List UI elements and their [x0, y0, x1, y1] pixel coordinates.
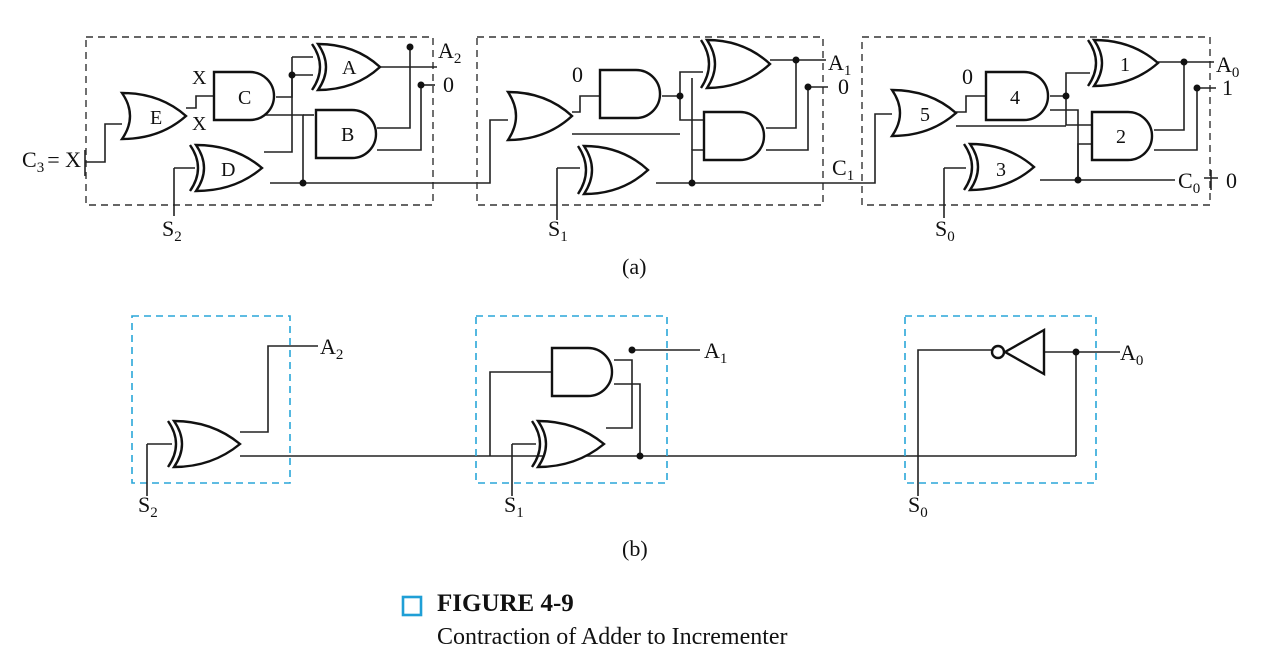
- and-gate-b: [314, 108, 378, 160]
- gate-label-2: 2: [1116, 126, 1126, 148]
- gate-label-5: 5: [920, 104, 930, 126]
- const-0-a2: 0: [443, 72, 454, 97]
- stage-b1: A1 S1: [475, 315, 727, 521]
- input-b-s1-label: S1: [504, 492, 524, 521]
- gate-label-3: 3: [996, 159, 1006, 181]
- not-bubble: [990, 344, 1006, 360]
- output-a0-label: A0: [1216, 52, 1239, 81]
- xor-gate-b1: [535, 419, 606, 469]
- diagram-a: C3= X E C: [22, 36, 1239, 279]
- output-b-a0-label: A0: [1120, 340, 1143, 369]
- dashed-box-b0: [904, 315, 1097, 484]
- and-gate-c: [212, 70, 276, 122]
- stage-a2: E C A B D X X A2 0 S: [85, 36, 478, 245]
- const-0-s1-top: 0: [572, 62, 583, 87]
- xor-gate-a: [315, 42, 382, 92]
- c3-label: C3= X: [22, 147, 81, 176]
- dashed-box-a1: [476, 36, 824, 206]
- output-b-a2-label: A2: [320, 334, 343, 363]
- dashed-box-a2: [85, 36, 434, 206]
- and-gate-s1-right: [702, 110, 766, 162]
- gate-label-4: 4: [1010, 87, 1020, 109]
- and-gate-b1: [550, 346, 614, 398]
- and-gate-2: [1090, 110, 1154, 162]
- caption-marker: [401, 595, 423, 617]
- xor-gate-1: [1091, 38, 1160, 88]
- dashed-box-a0: [861, 36, 1211, 206]
- input-b-s0-label: S0: [908, 492, 928, 521]
- caption-b: (b): [622, 536, 648, 561]
- dashed-box-b2: [131, 315, 291, 484]
- diagram-b: A2 S2 A1 S1 A0: [131, 315, 1143, 561]
- carry-c0-value: 0: [1226, 168, 1237, 193]
- figure-title: FIGURE 4-9: [437, 590, 574, 617]
- not-gate-b0: [1002, 327, 1046, 377]
- gate-label-c: C: [238, 87, 251, 109]
- output-b-a1-label: A1: [704, 338, 727, 367]
- or-gate-s1: [505, 90, 574, 142]
- carry-c1-label: C1: [832, 155, 854, 184]
- input-s0-label: S0: [935, 216, 955, 245]
- gate-label-d: D: [221, 159, 235, 181]
- input-s2-label: S2: [162, 216, 182, 245]
- gate-label-b: B: [341, 124, 354, 146]
- const-0-s0-top: 0: [962, 64, 973, 89]
- output-a1-label: A1: [828, 50, 851, 79]
- gate-label-a: A: [342, 57, 357, 79]
- xor-gate-3: [967, 142, 1036, 192]
- x-mark-1: X: [192, 67, 207, 89]
- input-b-s2-label: S2: [138, 492, 158, 521]
- const-0-s1-out: 0: [838, 74, 849, 99]
- and-gate-4: [984, 70, 1050, 122]
- output-a2-label: A2: [438, 38, 461, 67]
- gate-label-1: 1: [1120, 54, 1130, 76]
- and-gate-s1-top: [598, 68, 662, 120]
- x-mark-2: X: [192, 113, 207, 135]
- stage-a0: 5 4 1 2 3 0 A0 1 C0 0 S0: [861, 36, 1239, 245]
- const-1-s0-out: 1: [1222, 75, 1233, 100]
- xor-gate-b2: [171, 419, 242, 469]
- or-gate-e: [119, 91, 188, 141]
- figure-caption-text: Contraction of Adder to Incrementer: [437, 624, 788, 650]
- stage-a1: 0 A1 0 C1 S1: [476, 36, 862, 245]
- xor-gate-s1-bottom: [581, 144, 650, 196]
- input-s1-label: S1: [548, 216, 568, 245]
- stage-b2: A2 S2: [131, 315, 343, 521]
- xor-gate-d: [193, 143, 264, 193]
- gate-label-e: E: [150, 107, 162, 129]
- or-gate-5: [889, 88, 958, 138]
- caption-a: (a): [622, 254, 646, 279]
- carry-c0-label: C0: [1178, 168, 1200, 197]
- xor-gate-s1-top: [704, 38, 772, 90]
- stage-b0: A0 S0: [904, 315, 1143, 521]
